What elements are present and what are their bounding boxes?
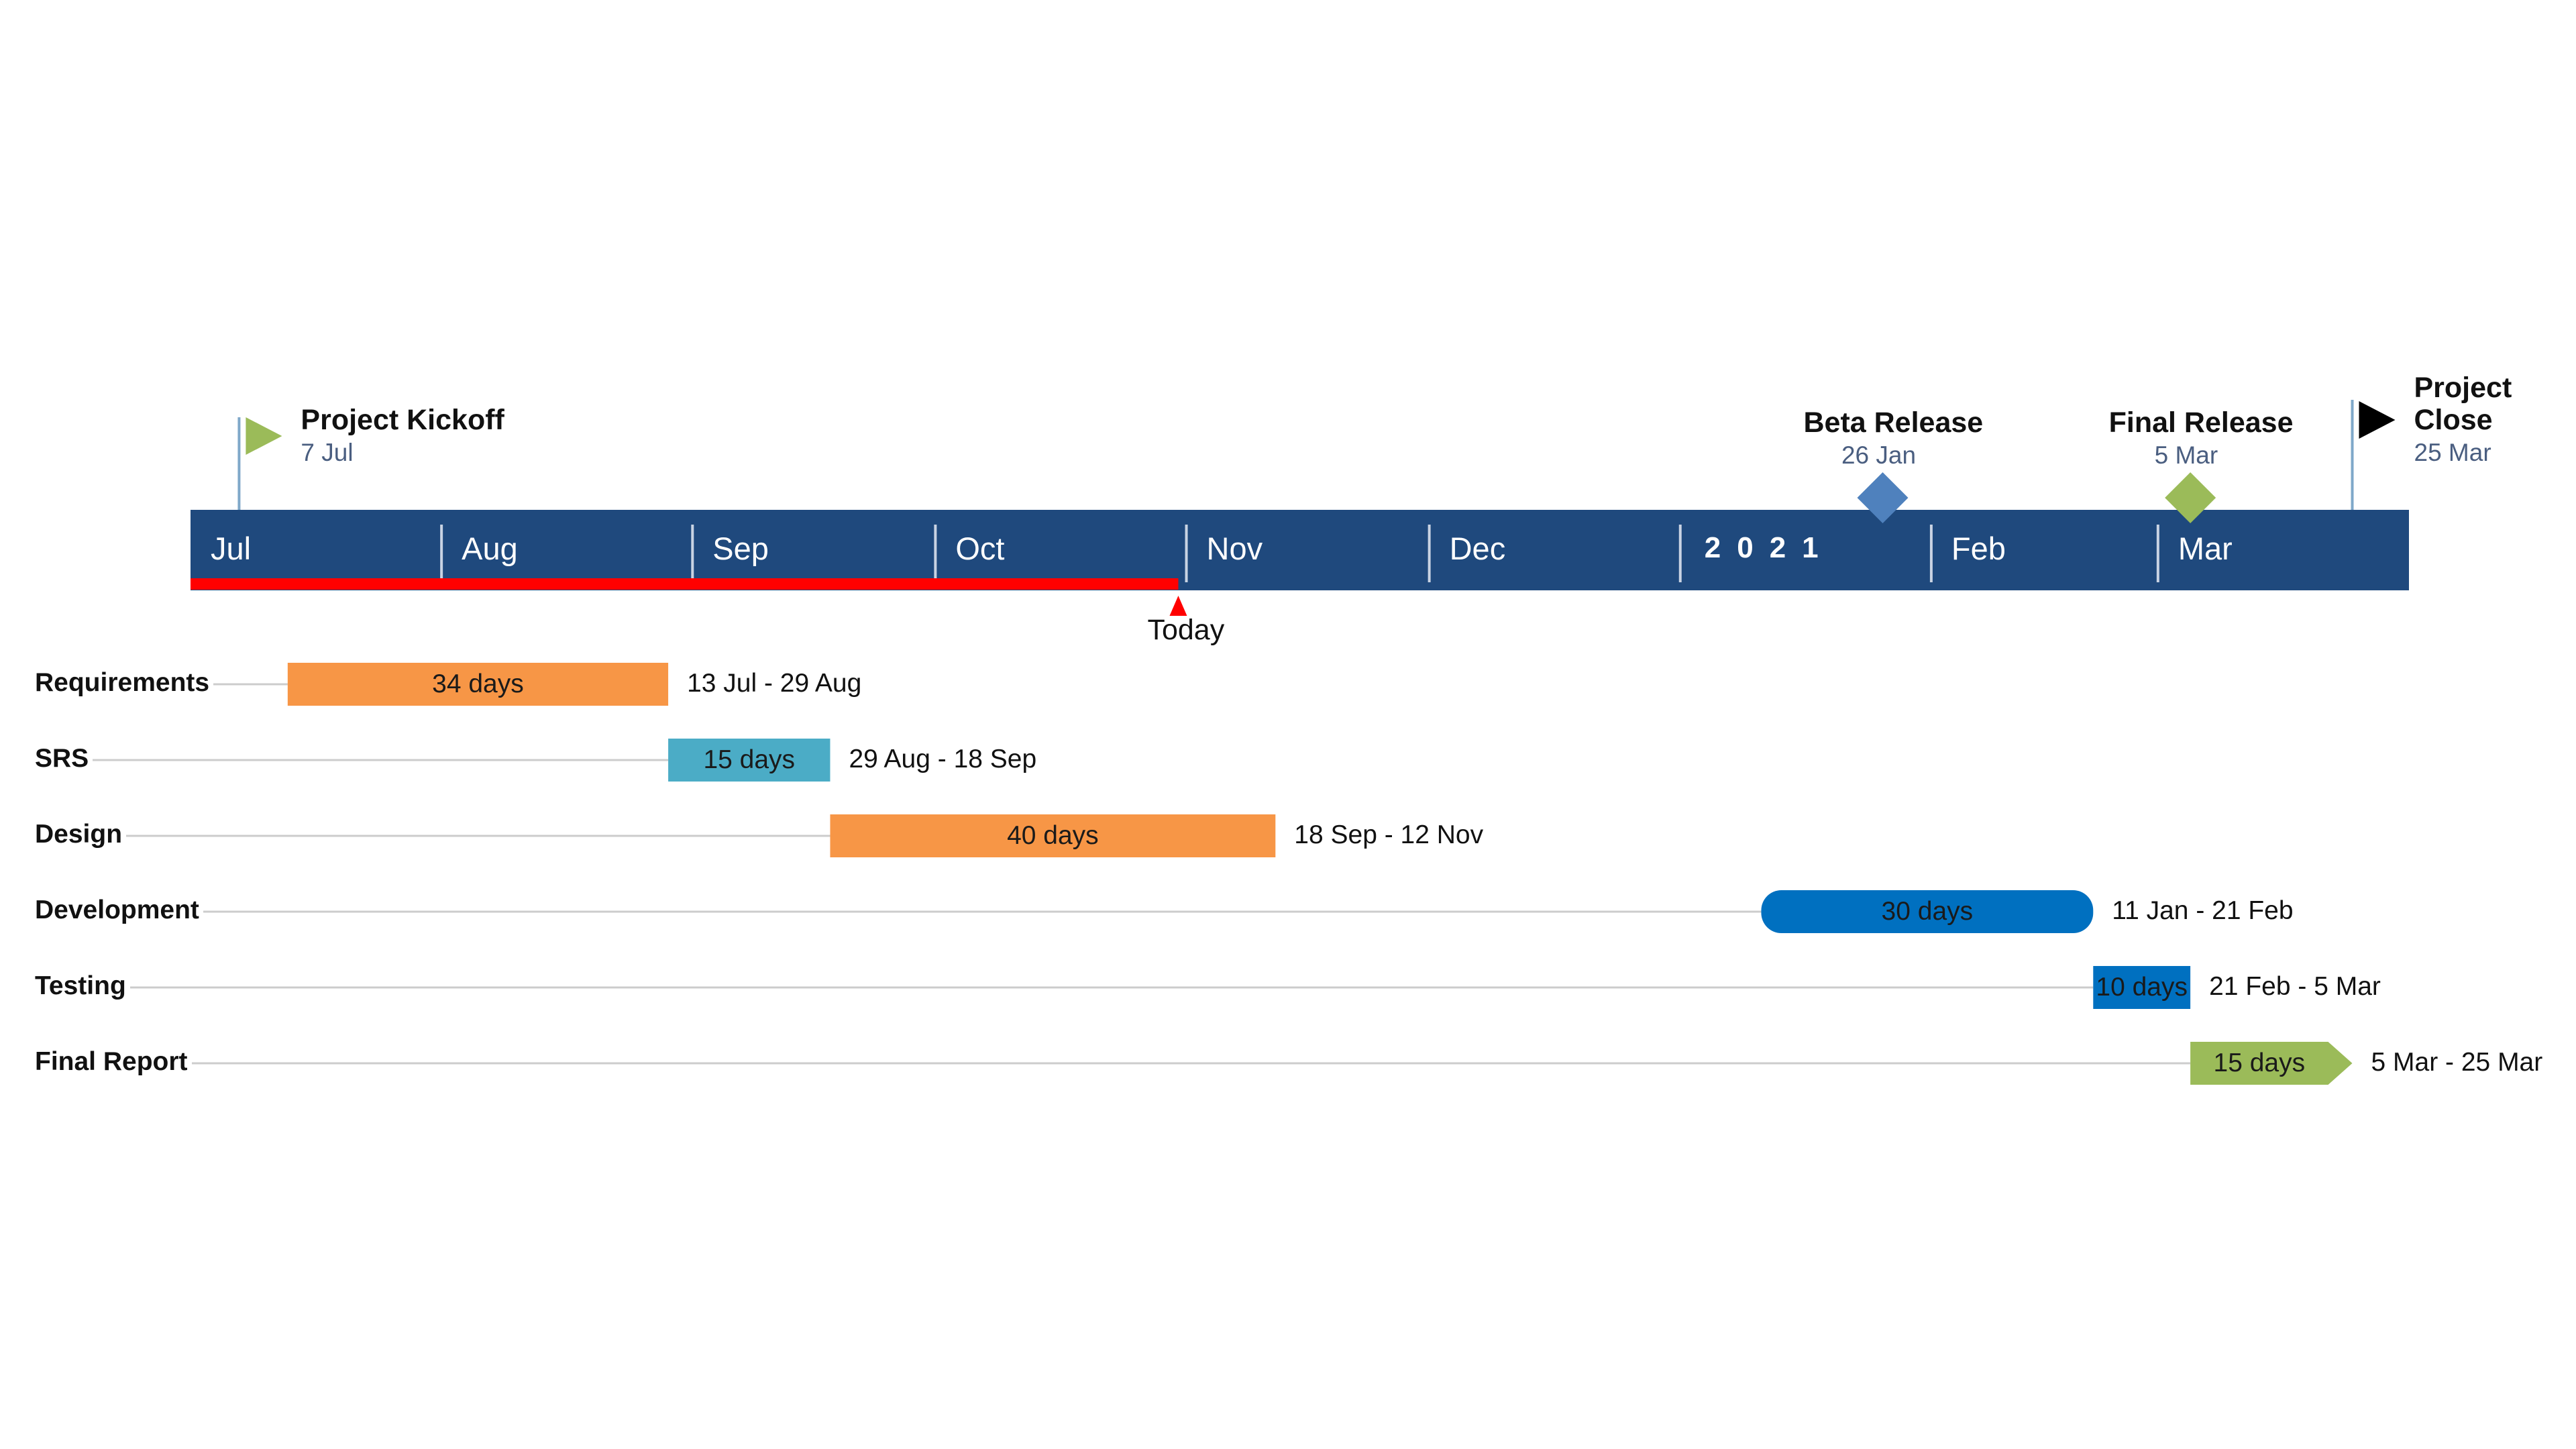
year-label: 2021	[1704, 531, 1835, 564]
task-duration-srs: 15 days	[703, 745, 796, 774]
project-close-date: 25 Mar	[2414, 439, 2491, 466]
month-label-nov: Nov	[1206, 531, 1263, 566]
task-bar-testing	[2093, 966, 2191, 1009]
month-label-aug: Aug	[462, 531, 518, 566]
task-label-requirements: Requirements	[35, 668, 210, 697]
beta-release-diamond-icon	[1857, 472, 1909, 523]
task-duration-design: 40 days	[1007, 821, 1099, 850]
task-bar-srs	[668, 739, 830, 782]
task-label-testing: Testing	[35, 971, 126, 1000]
task-bar-requirements	[287, 663, 669, 706]
month-label-jul: Jul	[211, 531, 252, 566]
month-label-mar: Mar	[2178, 531, 2233, 566]
task-label-srs: SRS	[35, 744, 89, 773]
task-range-development: 11 Jan - 21 Feb	[2112, 896, 2294, 925]
timeline-bar	[191, 510, 2409, 590]
task-label-development: Development	[35, 896, 199, 924]
task-range-design: 18 Sep - 12 Nov	[1294, 820, 1484, 849]
month-label-dec: Dec	[1449, 531, 1506, 566]
task-range-requirements: 13 Jul - 29 Aug	[687, 669, 862, 698]
task-range-srs: 29 Aug - 18 Sep	[849, 745, 1037, 773]
task-range-testing: 21 Feb - 5 Mar	[2209, 972, 2381, 1001]
today-marker-icon	[1169, 596, 1187, 616]
today-progress-line	[191, 578, 1179, 590]
task-bar-development	[1761, 890, 2094, 933]
task-duration-final-report: 15 days	[2213, 1049, 2306, 1077]
month-label-oct: Oct	[955, 531, 1005, 566]
task-bar-final-report	[2190, 1042, 2353, 1085]
task-label-design: Design	[35, 820, 123, 849]
final-release-date: 5 Mar	[2154, 441, 2218, 469]
project-close-flag-icon	[2359, 401, 2396, 439]
task-duration-testing: 10 days	[2096, 973, 2188, 1002]
task-range-final-report: 5 Mar - 25 Mar	[2371, 1048, 2543, 1077]
beta-release-title: Beta Release	[1803, 407, 1984, 439]
month-label-sep: Sep	[712, 531, 769, 566]
task-label-final-report: Final Report	[35, 1047, 188, 1076]
beta-release-date: 26 Jan	[1841, 441, 1917, 469]
task-duration-development: 30 days	[1881, 897, 1974, 926]
month-label-feb: Feb	[1951, 531, 2006, 566]
today-label: Today	[1147, 614, 1225, 646]
final-release-title: Final Release	[2108, 407, 2294, 439]
project-close-title: Project Close	[2414, 372, 2512, 437]
task-bar-design	[830, 814, 1276, 857]
project-kickoff-flag-icon	[246, 417, 282, 455]
project-kickoff-title: Project Kickoff	[301, 404, 504, 436]
task-duration-requirements: 34 days	[432, 669, 524, 698]
final-release-diamond-icon	[2165, 472, 2216, 523]
project-kickoff-date: 7 Jul	[301, 439, 354, 466]
